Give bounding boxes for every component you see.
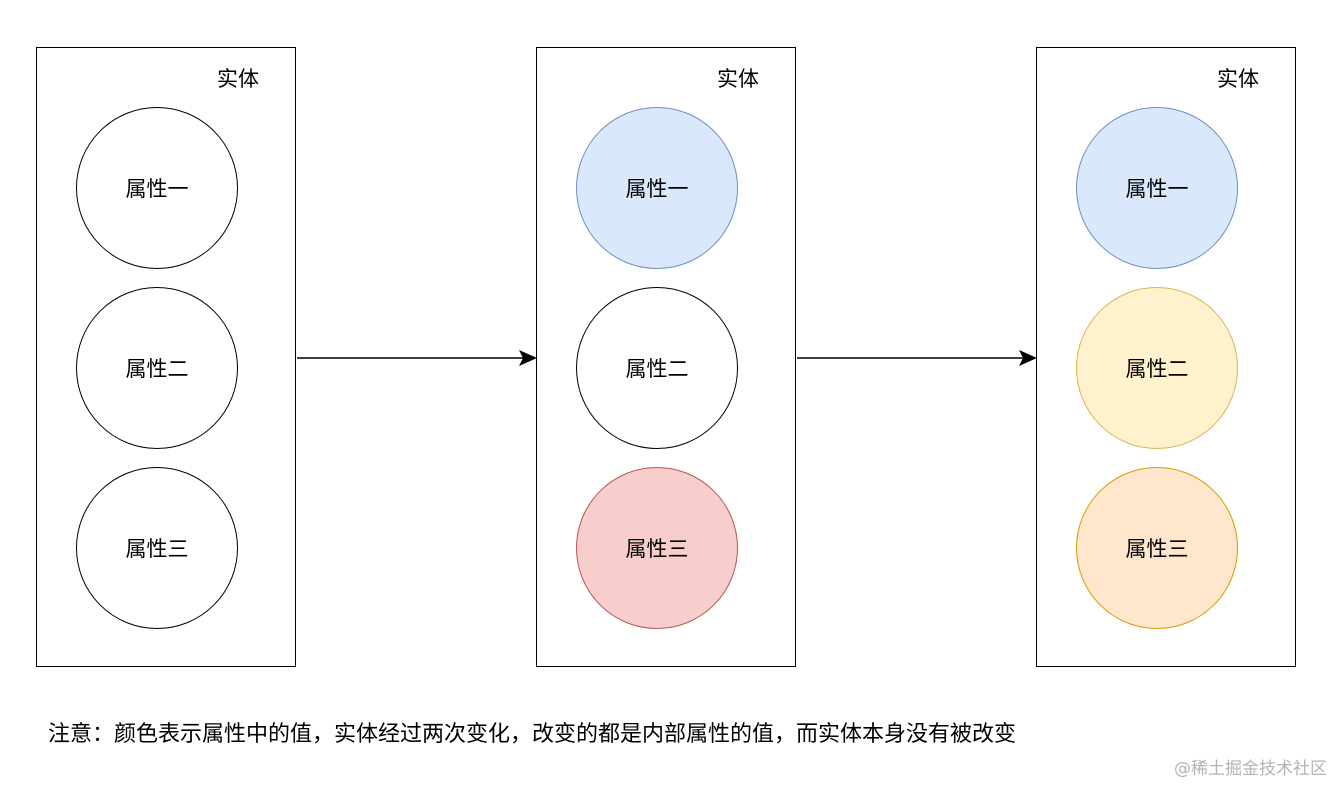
attribute-circle-1: 属性一 (76, 107, 238, 269)
attribute-label: 属性一 (125, 177, 189, 201)
arrow-2 (797, 350, 1037, 366)
entity-box-1: 实体 属性一 属性二 属性三 (36, 47, 296, 667)
attribute-circle-1: 属性一 (576, 107, 738, 269)
attribute-label: 属性二 (125, 357, 189, 381)
attribute-circle-2: 属性二 (1076, 287, 1238, 449)
arrow-head (519, 350, 537, 366)
attribute-label: 属性一 (1125, 177, 1189, 201)
watermark-text: @稀土掘金技术社区 (1174, 759, 1327, 779)
attribute-circle-2: 属性二 (76, 287, 238, 449)
entity-label: 实体 (217, 67, 259, 91)
attribute-label: 属性三 (125, 537, 189, 561)
entity-box-3: 实体 属性一 属性二 属性三 (1036, 47, 1296, 667)
note-text: 注意：颜色表示属性中的值，实体经过两次变化，改变的都是内部属性的值，而实体本身没… (48, 722, 1017, 747)
attribute-circle-3: 属性三 (576, 467, 738, 629)
attribute-circle-1: 属性一 (1076, 107, 1238, 269)
attribute-label: 属性三 (1125, 537, 1189, 561)
arrow-head (1019, 350, 1037, 366)
attribute-label: 属性一 (625, 177, 689, 201)
entity-label: 实体 (1217, 67, 1259, 91)
entity-label: 实体 (717, 67, 759, 91)
arrow-1 (297, 350, 537, 366)
attribute-label: 属性二 (1125, 357, 1189, 381)
attribute-circle-2: 属性二 (576, 287, 738, 449)
entity-box-2: 实体 属性一 属性二 属性三 (536, 47, 796, 667)
attribute-circle-3: 属性三 (76, 467, 238, 629)
attribute-label: 属性三 (625, 537, 689, 561)
attribute-circle-3: 属性三 (1076, 467, 1238, 629)
attribute-label: 属性二 (625, 357, 689, 381)
